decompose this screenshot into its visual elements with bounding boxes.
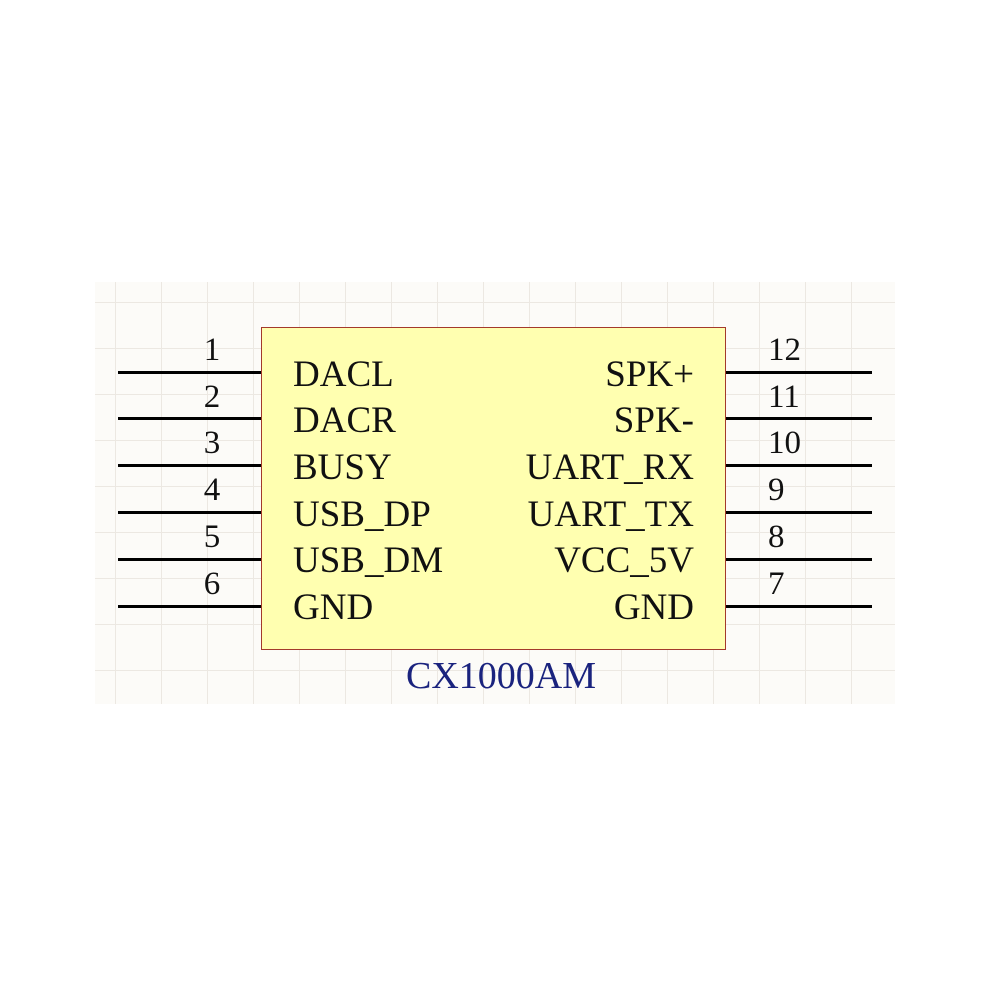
pin-number: 9: [768, 472, 785, 508]
pin-number: 5: [203, 519, 221, 555]
pin-5-line[interactable]: [118, 558, 261, 561]
pin-name: USB_DM: [293, 540, 444, 581]
pin-name: GND: [293, 587, 374, 628]
pin-12-line[interactable]: [726, 371, 872, 374]
pin-2-line[interactable]: [118, 417, 261, 420]
pin-3-line[interactable]: [118, 464, 261, 467]
pin-name: UART_RX: [525, 447, 694, 488]
pin-name: VCC_5V: [554, 540, 694, 581]
part-name-label: CX1000AM: [405, 655, 597, 697]
pin-11-line[interactable]: [726, 417, 872, 420]
pin-9-line[interactable]: [726, 511, 872, 514]
pin-number: 11: [768, 379, 800, 415]
pin-name: DACL: [293, 354, 394, 395]
pin-name: USB_DP: [293, 494, 431, 535]
pin-number: 6: [203, 566, 221, 602]
pin-name: SPK-: [613, 400, 694, 441]
pin-name: UART_TX: [527, 494, 694, 535]
pin-number: 4: [203, 472, 221, 508]
pin-name: SPK+: [605, 354, 694, 395]
pin-number: 7: [768, 566, 785, 602]
ic-body[interactable]: [261, 327, 726, 650]
pin-10-line[interactable]: [726, 464, 872, 467]
pin-name: BUSY: [293, 447, 392, 488]
pin-1-line[interactable]: [118, 371, 261, 374]
pin-number: 10: [768, 425, 801, 461]
pin-number: 1: [203, 332, 221, 368]
pin-7-line[interactable]: [726, 605, 872, 608]
pin-number: 2: [203, 379, 221, 415]
pin-number: 8: [768, 519, 785, 555]
pin-number: 3: [203, 425, 221, 461]
pin-name: GND: [613, 587, 694, 628]
pin-name: DACR: [293, 400, 396, 441]
pin-8-line[interactable]: [726, 558, 872, 561]
pin-6-line[interactable]: [118, 605, 261, 608]
pin-number: 12: [768, 332, 801, 368]
pin-4-line[interactable]: [118, 511, 261, 514]
